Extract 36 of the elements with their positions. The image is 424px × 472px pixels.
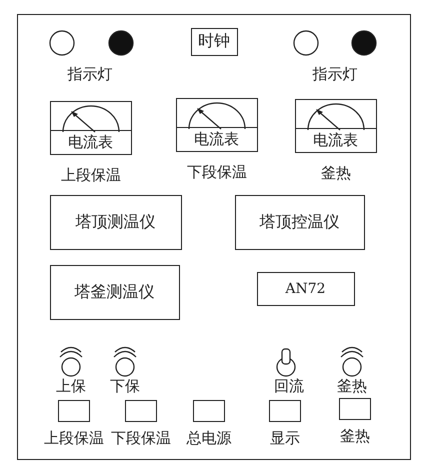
push-button bbox=[268, 400, 300, 422]
meter-label: 电流表 bbox=[296, 128, 376, 152]
push-button bbox=[338, 398, 370, 420]
push-button bbox=[124, 400, 156, 422]
clock-display bbox=[190, 28, 238, 56]
instrument-label: AN72 bbox=[285, 280, 326, 296]
instrument-label: 塔顶测温仪 bbox=[76, 212, 156, 232]
control-label: 显示 bbox=[270, 430, 300, 446]
switch-label: 回流 bbox=[274, 378, 304, 394]
instrument-label: 时钟 bbox=[198, 31, 230, 52]
meter-label: 电流表 bbox=[50, 130, 130, 154]
ammeter bbox=[50, 100, 132, 154]
control-label: 上段保温 bbox=[44, 430, 104, 446]
lamp-label: 指示灯 bbox=[68, 66, 112, 82]
switch-label: 上保 bbox=[56, 378, 86, 394]
control-label: 下段保温 bbox=[187, 164, 247, 180]
instrument-label: 塔釜测温仪 bbox=[74, 282, 154, 302]
ammeter bbox=[294, 98, 376, 152]
push-button bbox=[192, 400, 224, 422]
switch-label: 釜热 bbox=[337, 378, 367, 394]
control-label: 上段保温 bbox=[61, 167, 121, 183]
instrument-box bbox=[50, 264, 180, 320]
control-panel bbox=[17, 14, 411, 460]
control-label: 总电源 bbox=[186, 430, 232, 446]
instrument-box bbox=[256, 272, 354, 306]
push-button bbox=[58, 400, 90, 422]
instrument-label: 塔顶控温仪 bbox=[260, 212, 340, 232]
meter-label: 电流表 bbox=[176, 126, 256, 150]
switch-label: 下保 bbox=[110, 378, 140, 394]
instrument-box bbox=[50, 194, 182, 250]
lamp-label: 指示灯 bbox=[312, 66, 358, 82]
control-label: 下段保温 bbox=[111, 430, 171, 446]
control-label: 釜热 bbox=[340, 428, 370, 444]
instrument-box bbox=[234, 194, 364, 250]
ammeter bbox=[176, 98, 258, 152]
control-label: 釜热 bbox=[321, 165, 351, 181]
